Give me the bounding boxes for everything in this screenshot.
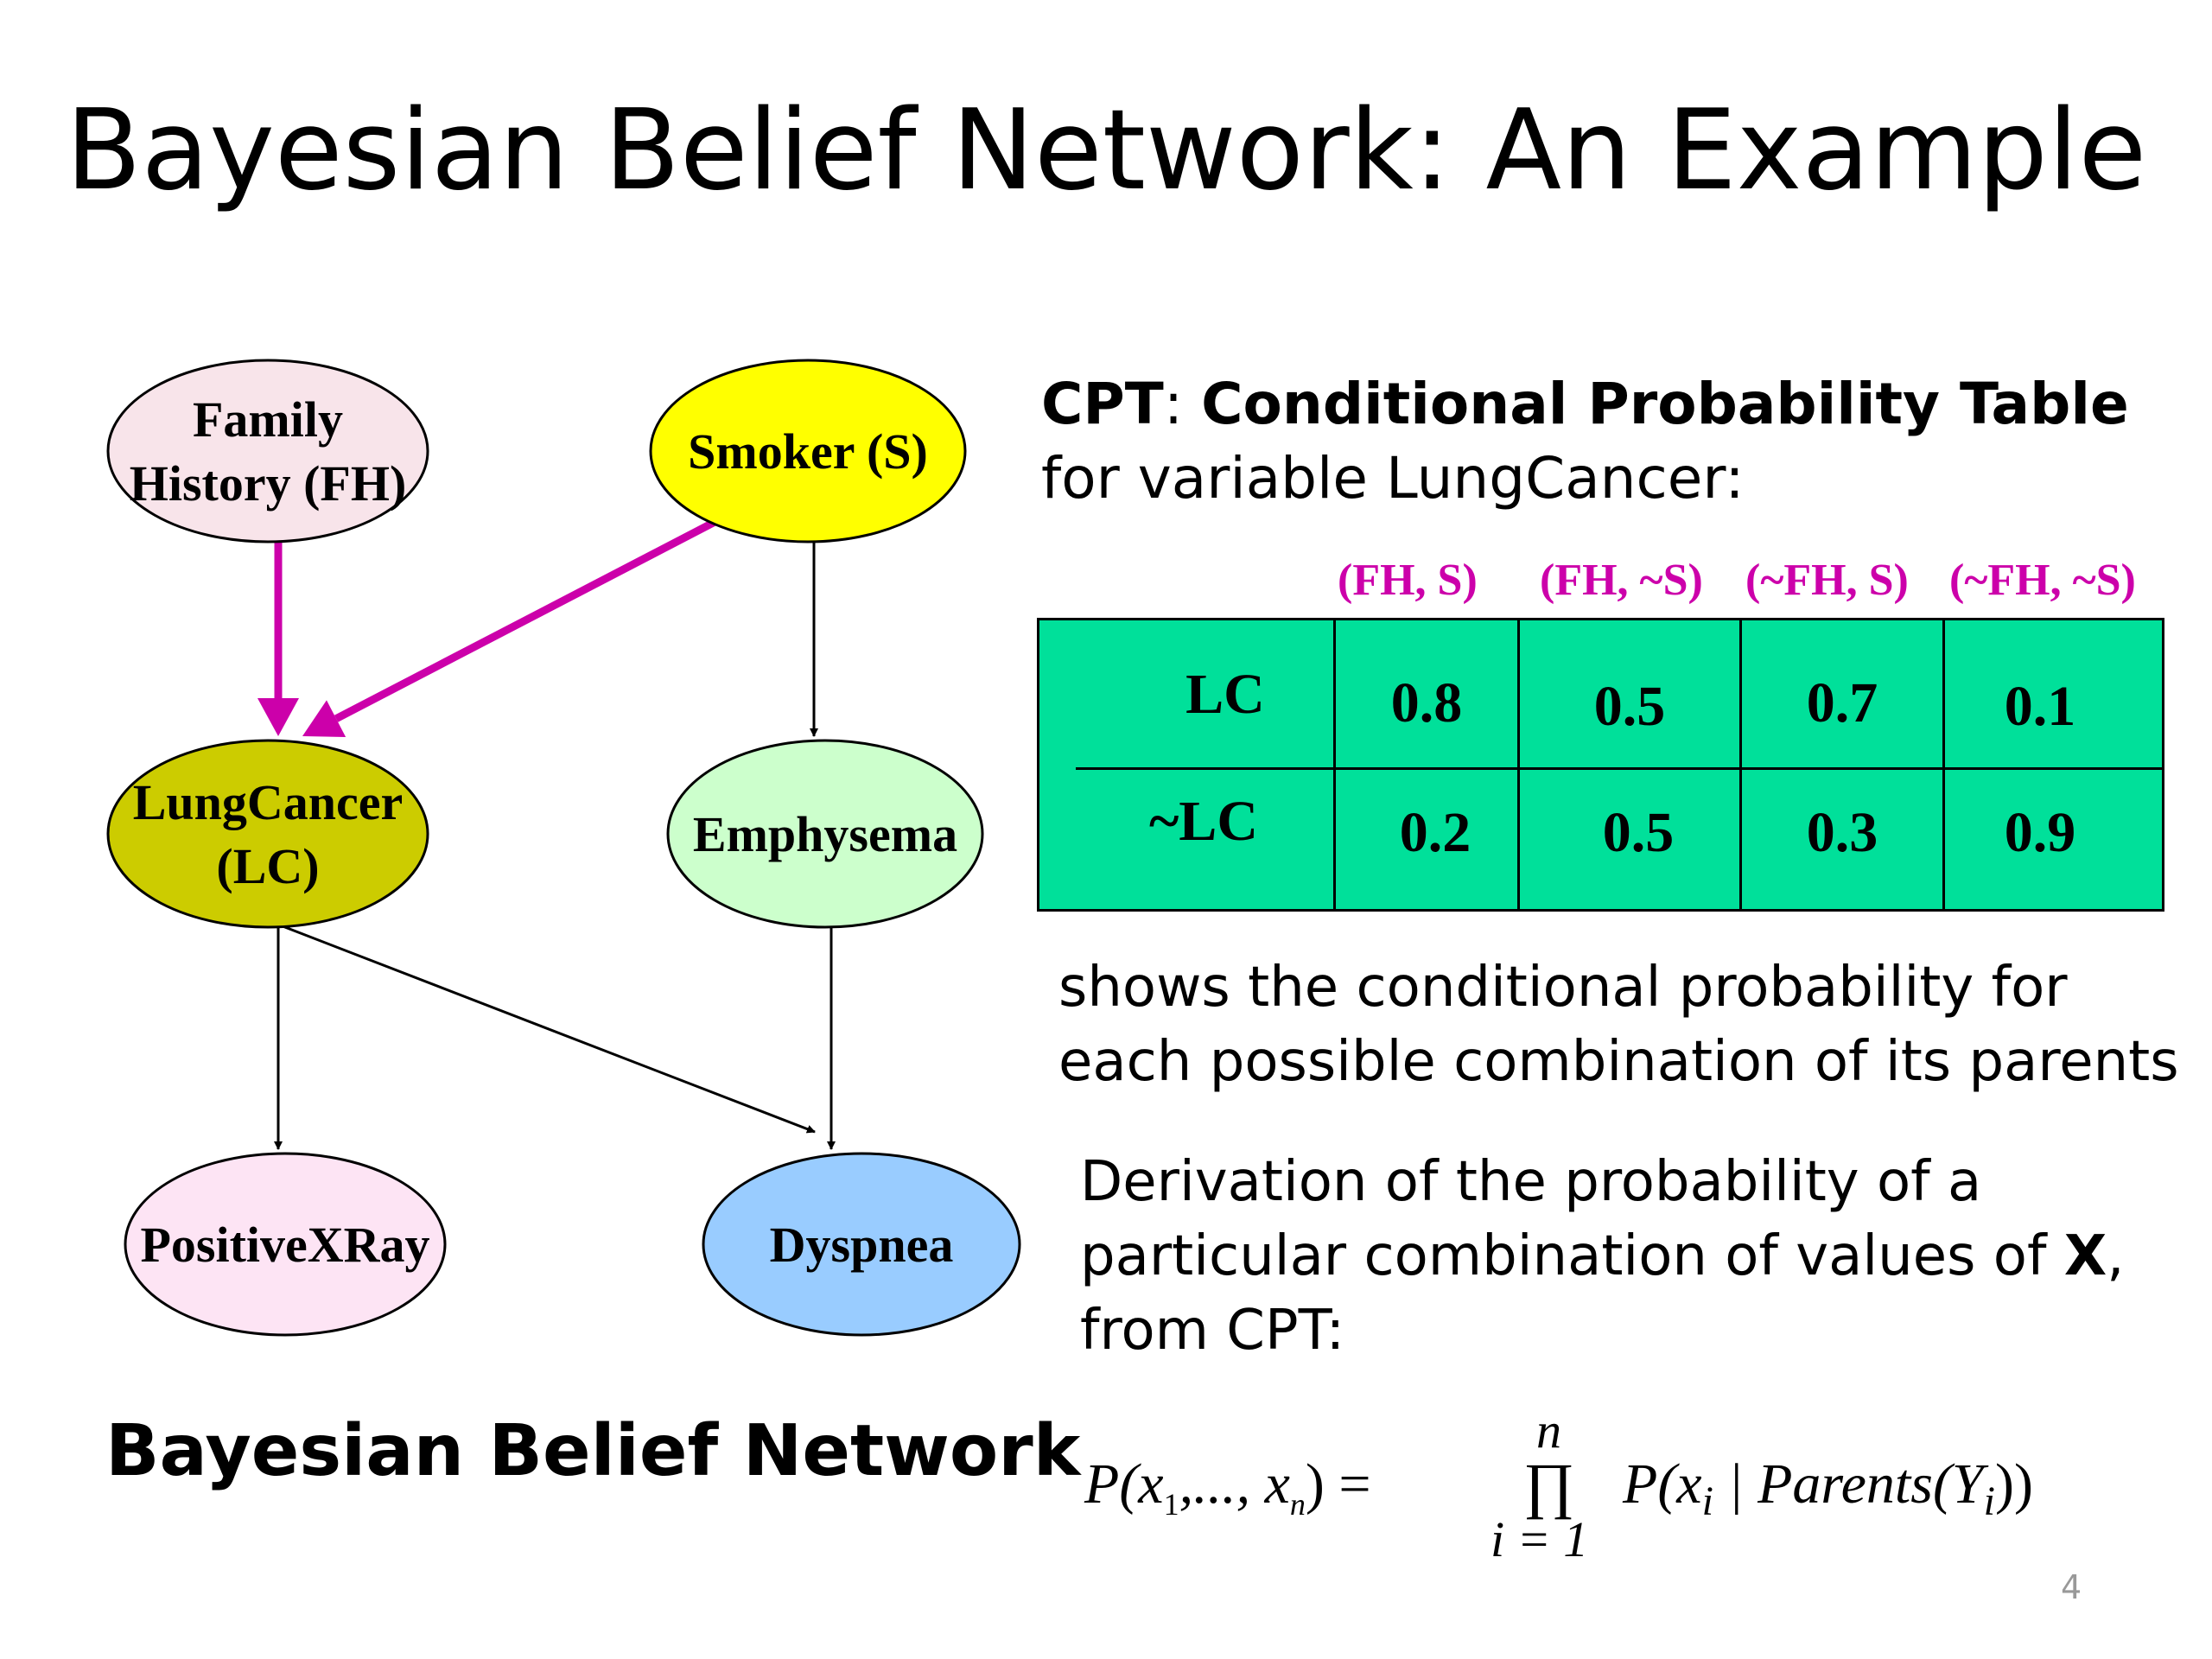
- edge-arrowhead: [302, 700, 346, 738]
- edge-arrowhead: [257, 698, 299, 736]
- cpt-heading: CPT: Conditional Probability Table for v…: [1041, 367, 2129, 516]
- node-em-shape: [666, 739, 984, 929]
- node-lc-label: (LC): [216, 838, 319, 894]
- node-lc-label: LungCancer: [133, 774, 404, 830]
- network-edges: [257, 515, 836, 1150]
- cpt-cell: 0.3: [1806, 801, 1878, 864]
- node-fh-shape: [106, 359, 429, 543]
- cpt-row-divider: [1076, 767, 2162, 770]
- node-em-label: Emphysema: [693, 806, 957, 862]
- formula-upper-limit: n: [1536, 1402, 1561, 1459]
- derivation-line2-pre: particular combination of values of: [1080, 1224, 2064, 1288]
- cpt-cell: 0.9: [2004, 801, 2076, 864]
- node-px-label: PositiveXRay: [140, 1217, 429, 1273]
- formula-lhs-close: ) =: [1305, 1452, 1371, 1516]
- cpt-heading-subtitle: for variable LungCancer:: [1041, 445, 1745, 512]
- cpt-description-line2: each possible combination of its parents: [1058, 1030, 2179, 1094]
- node-fh-label: History (FH): [130, 455, 407, 512]
- derivation-variable: X: [2063, 1224, 2107, 1288]
- cpt-cell: 0.1: [2004, 675, 2076, 738]
- cpt-divider: [1739, 620, 1742, 909]
- cpt-heading-title: Conditional Probability Table: [1201, 371, 2129, 437]
- node-dy-shape: [702, 1152, 1021, 1337]
- cpt-divider: [1333, 620, 1336, 909]
- cpt-description-line1: shows the conditional probability for: [1058, 956, 2068, 1020]
- node-lc-shape: [106, 739, 429, 929]
- formula-lhs-mid: ,..., x: [1179, 1452, 1290, 1516]
- cpt-column-fh-not-s: (FH, ~S): [1540, 556, 1703, 605]
- edge-s-to-lc: [334, 515, 724, 722]
- cpt-row-label-not-lc: ~LC: [1148, 790, 1258, 853]
- cpt-table: LC 0.8 0.5 0.7 0.1 ~LC 0.2 0.5 0.3 0.9: [1037, 618, 2164, 912]
- derivation-text: Derivation of the probability of a parti…: [1080, 1145, 2125, 1368]
- cpt-heading-abbrev: CPT: [1041, 371, 1164, 437]
- network-caption: Bayesian Belief Network: [105, 1410, 1081, 1492]
- node-px-shape: [124, 1152, 447, 1337]
- derivation-line2-post: ,: [2107, 1224, 2125, 1288]
- cpt-column-fh-s: (FH, S): [1338, 556, 1478, 605]
- cpt-column-not-fh-not-s: (~FH, ~S): [1949, 556, 2136, 605]
- formula-rhs-close: )): [1994, 1452, 2033, 1516]
- formula-lhs: P(x1,..., xn) =: [1084, 1452, 1371, 1522]
- cpt-column-not-fh-s: (~FH, S): [1745, 556, 1909, 605]
- formula-sub: 1: [1163, 1487, 1179, 1522]
- cpt-description: shows the conditional probability for ea…: [1058, 950, 2179, 1099]
- cpt-divider: [1942, 620, 1945, 909]
- formula-sub: i: [1701, 1478, 1713, 1525]
- formula-sub: i: [1983, 1478, 1995, 1525]
- cpt-cell: 0.7: [1806, 671, 1878, 734]
- cpt-cell: 0.5: [1593, 675, 1666, 738]
- node-fh-label: Family: [193, 391, 343, 448]
- formula-product-symbol: ∏: [1523, 1451, 1575, 1520]
- formula-rhs-p: P(x: [1623, 1452, 1702, 1516]
- formula-rhs-mid: | Parents(Y: [1713, 1452, 1984, 1516]
- cpt-row-label-lc: LC: [1185, 663, 1265, 726]
- cpt-divider: [1517, 620, 1520, 909]
- node-s-shape: [649, 359, 967, 543]
- slide-title: Bayesian Belief Network: An Example: [65, 86, 2147, 215]
- cpt-cell: 0.5: [1602, 801, 1675, 864]
- derivation-line1: Derivation of the probability of a: [1080, 1150, 1982, 1214]
- formula-sub: n: [1289, 1487, 1306, 1522]
- cpt-cell: 0.2: [1399, 801, 1471, 864]
- page-number: 4: [2061, 1568, 2082, 1606]
- cpt-heading-colon: :: [1163, 371, 1202, 437]
- node-s-label: Smoker (S): [688, 423, 928, 480]
- formula-rhs: P(xi | Parents(Yi)): [1623, 1452, 2033, 1525]
- derivation-line3: from CPT:: [1080, 1299, 1345, 1363]
- cpt-cell: 0.8: [1390, 671, 1463, 734]
- node-dy-label: Dyspnea: [770, 1217, 954, 1273]
- formula-lower-limit: i = 1: [1491, 1511, 1589, 1567]
- formula-lhs-p: P(x: [1084, 1452, 1164, 1516]
- edge-lc-to-dy: [277, 923, 816, 1134]
